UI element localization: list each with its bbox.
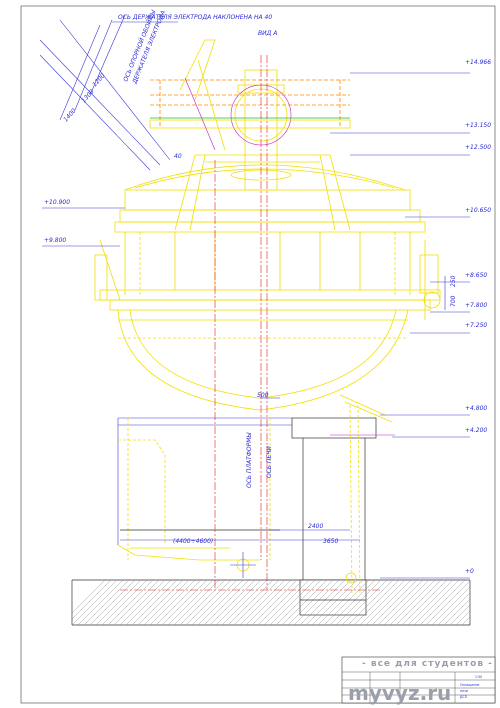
level-4200: +4.200 bbox=[465, 427, 487, 434]
level-10650: +10.650 bbox=[465, 207, 491, 214]
tilt-mechanism bbox=[330, 394, 395, 596]
dim-250: 250 bbox=[450, 275, 457, 287]
foundation bbox=[71, 579, 471, 626]
level-9800: +9.800 bbox=[44, 237, 66, 244]
level-13150: +13.150 bbox=[465, 122, 491, 129]
dim-700: 700 bbox=[450, 295, 457, 307]
level-14966: +14.966 bbox=[465, 59, 491, 66]
dim-1300: 1300 bbox=[80, 88, 96, 104]
level-7800: +7.800 bbox=[465, 302, 487, 309]
level-marks-left bbox=[42, 207, 125, 247]
level-10900: +10.900 bbox=[44, 199, 70, 206]
dim-1200: 1200 bbox=[91, 72, 107, 88]
title-block-name-1: Оснащение bbox=[460, 683, 479, 687]
dim-500: 500 bbox=[257, 392, 269, 399]
platform-axis-label: ОСЬ ПЛАТФОРМЫ bbox=[246, 432, 253, 488]
level-0: +0 bbox=[465, 568, 474, 575]
level-12500: +12.500 bbox=[465, 144, 491, 151]
title-block-scale: 1:50 bbox=[475, 675, 482, 679]
furnace-body bbox=[94, 164, 441, 411]
level-marks-right bbox=[330, 72, 470, 579]
title-block-name-3: ДСП bbox=[460, 695, 468, 699]
watermark-tagline: - все для студентов - bbox=[362, 659, 493, 669]
dim-3650: 3650 bbox=[323, 538, 338, 545]
title-block: 1:50 Оснащение печи ДСП bbox=[341, 656, 496, 704]
watermark-site: myvyz.ru bbox=[348, 681, 451, 705]
view-label: ВИД А bbox=[258, 30, 277, 37]
dimension-lines bbox=[39, 14, 446, 541]
angle-label: 40 bbox=[174, 153, 182, 160]
title-block-name-2: печи bbox=[460, 689, 468, 693]
level-4800: +4.800 bbox=[465, 405, 487, 412]
level-7250: +7.250 bbox=[465, 322, 487, 329]
support-column bbox=[291, 417, 377, 601]
level-8650: +8.650 bbox=[465, 272, 487, 279]
axis-tilt-label: ОСЬ ДЕРЖАТЕЛЯ ЭЛЕКТРОДА НАКЛОНЕНА НА 40 bbox=[118, 14, 272, 21]
dim-2400: 2400 bbox=[308, 523, 323, 530]
dim-range: (4400÷4600) bbox=[173, 538, 213, 545]
axes bbox=[120, 55, 380, 591]
platform-cart bbox=[117, 417, 292, 578]
watermark: - все для студентов - myvyz.ru bbox=[348, 659, 493, 705]
electrode-mast bbox=[149, 39, 351, 231]
sheet-frame bbox=[20, 5, 496, 704]
furnace-axis-label: ОСЬ ПЕЧИ bbox=[266, 446, 273, 478]
